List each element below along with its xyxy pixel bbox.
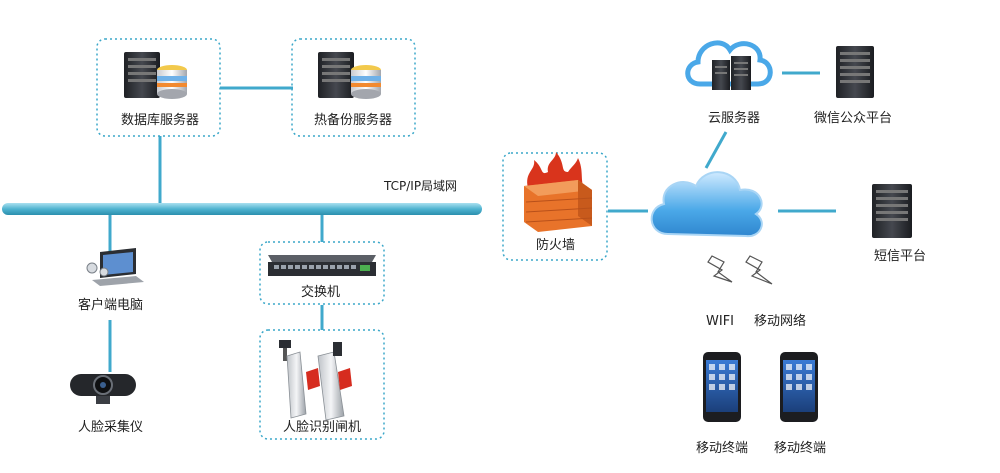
internet-cloud <box>650 171 763 238</box>
mobile-terminal-1-node: 移动终端 <box>696 352 748 456</box>
database-server-box <box>96 38 221 137</box>
server-icon <box>836 46 874 98</box>
smartphone-icon <box>780 352 818 422</box>
hot-backup-server-label: 热备份服务器 <box>314 112 392 128</box>
firewall-node: 防火墙 <box>502 152 608 261</box>
hot-backup-server-box <box>291 38 416 137</box>
lightning-icons <box>707 255 773 285</box>
tcpip-bus: TCP/IP局域网 <box>2 179 482 215</box>
server-icon <box>318 52 381 99</box>
sms-platform-node: 短信平台 <box>872 184 926 264</box>
face-capture-label: 人脸采集仪 <box>78 419 143 435</box>
laptop-icon <box>86 248 144 286</box>
hot-backup-server-node: 热备份服务器 <box>291 38 416 137</box>
network-label: TCP/IP局域网 <box>383 179 457 193</box>
firewall-label: 防火墙 <box>536 237 575 253</box>
client-pc-node: 客户端电脑 <box>78 248 144 313</box>
switch-icon <box>268 255 376 276</box>
face-gate-label: 人脸识别闸机 <box>283 420 361 435</box>
face-capture-node: 人脸采集仪 <box>70 374 143 435</box>
firewall-icon <box>524 152 593 232</box>
mobile-terminal-2-node: 移动终端 <box>774 352 826 456</box>
mobile-lightning-icon <box>745 255 773 285</box>
cloud-server-label: 云服务器 <box>708 110 760 126</box>
face-gate-box <box>259 329 385 440</box>
mobile-terminal-1-label: 移动终端 <box>696 440 748 456</box>
smartphone-icon <box>703 352 741 422</box>
switch-label: 交换机 <box>301 284 340 300</box>
database-server-label: 数据库服务器 <box>121 112 199 128</box>
face-gate-node: 人脸识别闸机 <box>259 329 385 440</box>
sms-platform-label: 短信平台 <box>874 249 926 264</box>
client-pc-label: 客户端电脑 <box>78 297 143 313</box>
server-icon <box>872 184 912 238</box>
cloud-server-node: 云服务器 <box>685 40 773 126</box>
cloud-server-icon <box>685 40 773 90</box>
connector-lines <box>108 71 836 372</box>
mobile-terminal-2-label: 移动终端 <box>774 440 826 456</box>
server-icon <box>124 52 187 99</box>
webcam-icon <box>70 374 136 404</box>
wechat-platform-label: 微信公众平台 <box>814 111 892 126</box>
wifi-lightning-icon <box>707 255 733 283</box>
cloud-server-to-internet-line <box>704 131 728 169</box>
wifi-label: WIFI <box>706 314 734 329</box>
wechat-platform-node: 微信公众平台 <box>814 46 892 126</box>
mobile-network-label: 移动网络 <box>754 313 806 329</box>
database-server-node: 数据库服务器 <box>96 38 221 137</box>
turnstile-icon <box>279 340 352 421</box>
switch-node: 交换机 <box>259 241 385 305</box>
firewall-box <box>502 152 608 261</box>
